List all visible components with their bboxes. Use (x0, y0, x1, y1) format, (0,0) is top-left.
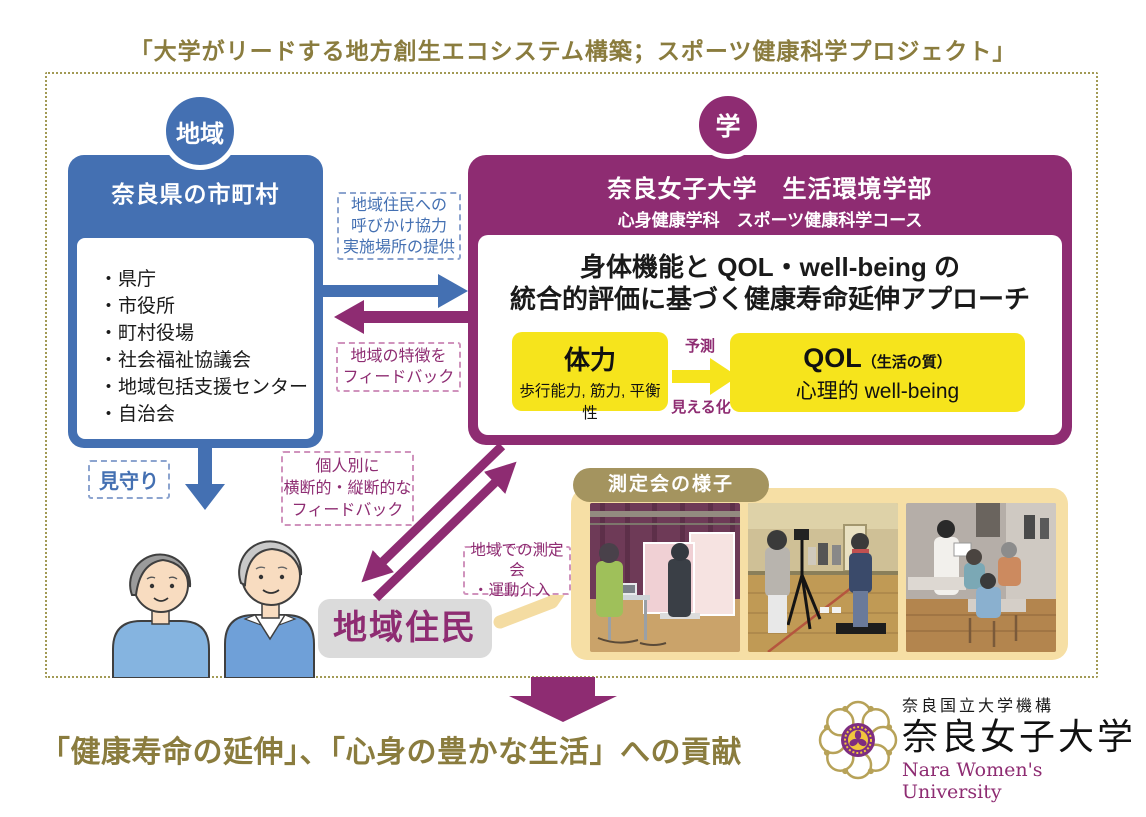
approach-title-line1: 身体機能と QOL・well-being の (580, 252, 960, 282)
photo-panel-label: 測定会の様子 (573, 468, 769, 502)
university-box: 奈良女子大学 生活環境学部 心身健康学科 スポーツ健康科学コース 身体機能と Q… (468, 155, 1072, 445)
university-badge: 学 (694, 91, 762, 159)
region-item: 県庁 (99, 266, 314, 293)
fitness-box: 体力 歩行能力, 筋力, 平衡性 (512, 332, 668, 422)
region-item: 自治会 (99, 401, 314, 428)
region-item-list: 県庁 市役所 町村役場 社会福祉協議会 地域包括支援センター 自治会 (77, 238, 314, 428)
region-box-title: 奈良県の市町村 (111, 181, 280, 207)
university-box-body: 身体機能と QOL・well-being の 統合的評価に基づく健康寿命延伸アプ… (478, 235, 1062, 435)
purple-left-arrow-icon (334, 300, 472, 334)
watch-over-label: 見守り (88, 460, 170, 499)
yellow-right-arrow-icon (672, 358, 738, 395)
fitness-subtitle: 歩行能力, 筋力, 平衡性 (519, 383, 661, 422)
blue-right-arrow-icon (322, 274, 468, 308)
logo-university-name: 奈良女子大学 (902, 717, 1137, 758)
residents-box: 地域住民 (318, 599, 492, 658)
logo-organization: 奈良国立大学機構 (902, 698, 1055, 715)
region-feedback-label: 地域の特徴を フィードバック (336, 342, 461, 392)
region-item: 地域包括支援センター (99, 374, 314, 401)
photo-panel: 測定会の様子 (571, 468, 1068, 660)
approach-title-line2: 統合的評価に基づく健康寿命延伸アプローチ (509, 284, 1030, 314)
region-item: 社会福祉協議会 (99, 347, 314, 374)
qol-subtitle: 心理的 well-being (795, 380, 960, 403)
fitness-title: 体力 (563, 345, 616, 375)
conclusion-text: 「健康寿命の延伸」、「心身の豊かな生活」への貢献 (40, 736, 742, 769)
qol-box: QOL（生活の質） 心理的 well-being (730, 333, 1025, 412)
region-badge: 地域 (161, 92, 239, 170)
call-cooperation-label: 地域住民への 呼びかけ協力 実施場所の提供 (337, 192, 461, 260)
blue-down-arrow-icon (185, 446, 225, 510)
photo-measurement-3 (906, 503, 1056, 652)
region-item: 町村役場 (99, 320, 314, 347)
personal-feedback-label: 個人別に 横断的・縦断的な フィードバック (281, 451, 414, 526)
photo-measurement-1 (590, 503, 740, 652)
photo-measurement-2 (748, 503, 898, 652)
region-item: 市役所 (99, 293, 314, 320)
visualize-label: 見える化 (671, 399, 731, 416)
university-department: 心身健康学科 スポーツ健康科学コース (617, 211, 923, 230)
region-box: 奈良県の市町村 県庁 市役所 町村役場 社会福祉協議会 地域包括支援センター 自… (68, 155, 323, 448)
university-name: 奈良女子大学 生活環境学部 (607, 176, 933, 203)
purple-big-down-arrow-icon (509, 677, 617, 722)
logo-english-name: Nara Women's University (902, 759, 1043, 804)
page-title: 「大学がリードする地方創生エコシステム構築；スポーツ健康科学プロジェクト」 (129, 38, 1017, 64)
predict-label: 予測 (684, 338, 715, 355)
logo-text-block: 奈良国立大学機構 奈良女子大学 Nara Women's University (902, 692, 1146, 803)
qol-note: （生活の質） (861, 354, 952, 371)
diagonal-double-arrows-icon (361, 442, 517, 602)
photo-row (590, 503, 1056, 652)
elderly-couple-illustration (112, 540, 315, 678)
university-emblem-icon (818, 700, 898, 780)
region-box-body: 県庁 市役所 町村役場 社会福祉協議会 地域包括支援センター 自治会 (77, 238, 314, 439)
measurement-session-label: 地域での測定会 ・運動介入 (463, 542, 571, 599)
qol-title: QOL（生活の質） (803, 343, 952, 373)
